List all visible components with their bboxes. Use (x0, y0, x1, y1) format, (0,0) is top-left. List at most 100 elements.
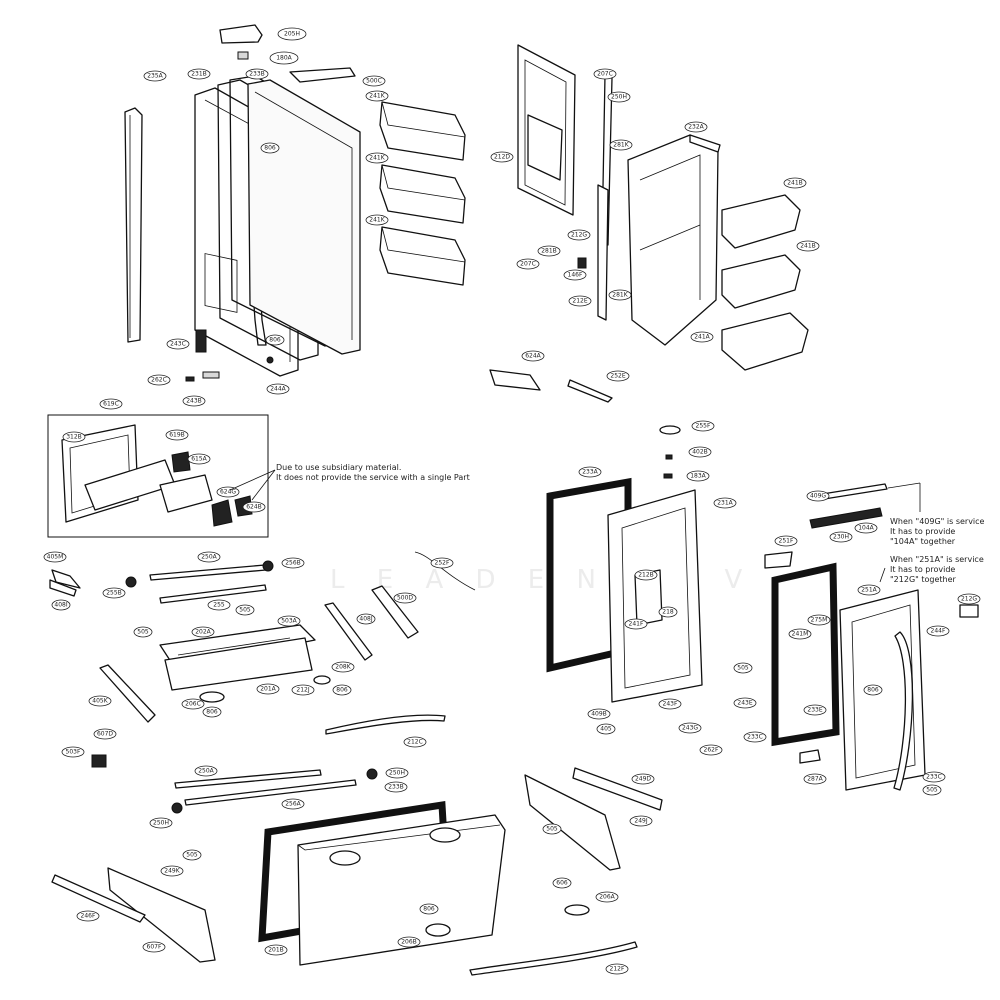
callout-233e: 233E (803, 704, 827, 716)
callout-146f: 146F (563, 269, 587, 281)
callout-246f: 246F (76, 910, 100, 922)
svg-text:206A: 206A (599, 894, 615, 901)
callout-252f: 252F (430, 557, 454, 569)
note-409g-service: When "409G" is service It has to provide… (890, 517, 985, 546)
svg-text:208K: 208K (335, 664, 351, 671)
svg-text:241K: 241K (369, 217, 385, 224)
freezer-drawer-assembly (51, 767, 663, 976)
note-subsidiary-material: Due to use subsidiary material. It does … (276, 463, 470, 482)
svg-text:281B: 281B (541, 248, 557, 255)
svg-text:405M: 405M (47, 554, 64, 561)
callout-250a-1: 250A (197, 551, 221, 563)
callout-505-e: 505 (733, 662, 753, 674)
svg-text:241K: 241K (369, 93, 385, 100)
svg-text:212G: 212G (571, 232, 587, 239)
svg-text:202A: 202A (195, 629, 211, 636)
svg-text:212B: 212B (638, 572, 654, 579)
svg-text:505: 505 (186, 852, 198, 859)
svg-text:806: 806 (206, 709, 218, 716)
callout-243f: 243F (658, 698, 682, 710)
note-leaders (229, 469, 921, 583)
svg-text:241M: 241M (792, 631, 809, 638)
callout-241k-2: 241K (365, 152, 389, 164)
svg-text:212G: 212G (961, 596, 977, 603)
svg-text:408J: 408J (359, 616, 372, 623)
svg-text:212J: 212J (296, 687, 309, 694)
callout-249j: 249J (629, 815, 653, 827)
callout-262f: 262F (699, 744, 723, 756)
svg-text:252F: 252F (435, 560, 450, 567)
callout-619b: 619B (165, 429, 189, 441)
note-251a-service: When "251A" is service It has to provide… (890, 555, 984, 584)
dispenser-housing (489, 44, 809, 403)
callout-233c-2: 233C (922, 771, 946, 783)
callout-241k-1: 241K (365, 90, 389, 102)
svg-text:606: 606 (556, 880, 568, 887)
svg-text:183A: 183A (690, 473, 706, 480)
callout-619c: 619C (99, 398, 123, 410)
callout-212c: 212C (403, 736, 427, 748)
callout-255b: 255B (102, 587, 126, 599)
svg-text:505: 505 (926, 787, 938, 794)
svg-text:262F: 262F (704, 747, 719, 754)
svg-text:255F: 255F (696, 423, 711, 430)
callout-606: 606 (552, 877, 572, 889)
callout-405k: 405K (88, 695, 112, 707)
svg-text:243F: 243F (663, 701, 678, 708)
svg-text:243C: 243C (170, 341, 186, 348)
svg-text:255: 255 (213, 602, 225, 609)
callout-503f: 503F (61, 746, 85, 758)
svg-text:287A: 287A (807, 776, 823, 783)
callout-243g: 243G (678, 722, 702, 734)
svg-text:408I: 408I (54, 602, 67, 609)
callout-231a: 231A (713, 497, 737, 509)
svg-text:255B: 255B (106, 590, 122, 597)
svg-text:249K: 249K (164, 868, 180, 875)
callout-252e: 252E (606, 370, 630, 382)
svg-text:607D: 607D (97, 731, 113, 738)
callout-230h: 230H (829, 531, 853, 543)
svg-text:206C: 206C (185, 701, 201, 708)
callout-212d: 212D (490, 151, 514, 163)
dispenser-inset-box (47, 414, 269, 538)
svg-text:233B: 233B (249, 71, 265, 78)
callout-806-f: 806 (863, 684, 883, 696)
callout-249k: 249K (160, 865, 184, 877)
svg-text:231A: 231A (717, 500, 733, 507)
callout-281b: 281B (537, 245, 561, 257)
callout-624g: 624G (216, 486, 240, 498)
callout-408j: 408J (356, 613, 376, 625)
svg-text:607F: 607F (147, 944, 162, 951)
svg-text:201B: 201B (268, 947, 284, 954)
callout-212j: 212J (291, 684, 315, 696)
callout-624a: 624A (521, 350, 545, 362)
callout-312b: 312B (62, 431, 86, 443)
callout-262c: 262C (147, 374, 171, 386)
svg-text:243B: 243B (186, 398, 202, 405)
callout-249d: 249D (631, 773, 655, 785)
callout-233c: 233C (743, 731, 767, 743)
svg-text:500D: 500D (397, 595, 413, 602)
svg-text:246F: 246F (81, 913, 96, 920)
svg-text:409B: 409B (591, 711, 607, 718)
callout-503a: 503A (277, 615, 301, 627)
svg-text:806: 806 (264, 145, 276, 152)
callout-207c-1: 207C (593, 68, 617, 80)
callout-505-a: 505 (235, 604, 255, 616)
callout-281k-2: 281K (608, 289, 632, 301)
callout-205h: 205H (277, 27, 307, 41)
callout-607f: 607F (142, 941, 166, 953)
svg-text:241F: 241F (629, 621, 644, 628)
callout-212g-2: 212G (957, 593, 981, 605)
svg-text:241B: 241B (787, 180, 803, 187)
svg-text:505: 505 (737, 665, 749, 672)
svg-text:250H: 250H (611, 94, 627, 101)
svg-text:241K: 241K (369, 155, 385, 162)
callout-624b: 624B (242, 501, 266, 513)
callout-405m: 405M (43, 551, 67, 563)
callout-806-d: 806 (202, 706, 222, 718)
svg-text:505: 505 (137, 629, 149, 636)
svg-text:500C: 500C (366, 78, 382, 85)
callout-615a: 615A (187, 453, 211, 465)
